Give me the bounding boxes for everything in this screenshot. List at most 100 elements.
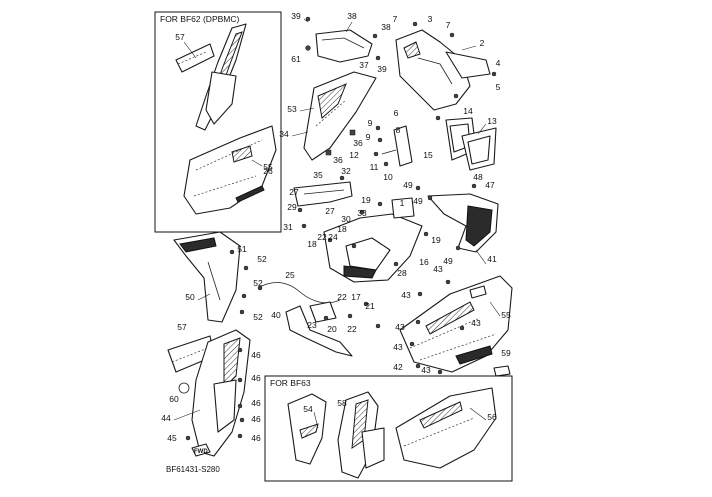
callout-24: 24 — [328, 232, 338, 242]
callout-42: 42 — [393, 362, 403, 372]
callout-20: 20 — [327, 324, 337, 334]
callout-27: 27 — [289, 187, 299, 197]
callout-52-c: 52 — [253, 312, 263, 322]
callout-57: 57 — [175, 32, 185, 42]
meter-cover — [315, 29, 373, 63]
side-bracket-50 — [173, 231, 249, 323]
callout-43-d: 43 — [393, 342, 403, 352]
handle-cover — [293, 175, 353, 229]
callout-52-b: 52 — [253, 278, 263, 288]
callout-47: 47 — [485, 180, 495, 190]
callout-5: 5 — [496, 82, 501, 92]
callout-18-b: 18 — [307, 239, 317, 249]
callout-50: 50 — [185, 292, 195, 302]
callout-11: 11 — [370, 162, 379, 172]
turn-signal-frames — [445, 117, 497, 171]
callout-54: 54 — [303, 404, 313, 414]
callout-51: 51 — [237, 244, 247, 254]
callout-46-c: 46 — [251, 398, 261, 408]
bf62-box-title: FOR BF62 (DPBMC) — [160, 14, 240, 24]
callout-49: 49 — [403, 180, 413, 190]
callout-14: 14 — [463, 106, 473, 116]
callout-19: 19 — [361, 195, 371, 205]
bf63-box-title: FOR BF63 — [270, 378, 311, 388]
callout-21: 21 — [365, 301, 375, 311]
bf63-side-fairing-56 — [395, 387, 497, 469]
callout-43-b: 43 — [401, 290, 411, 300]
callout-49-b: 49 — [413, 196, 423, 206]
lower-center-parts — [257, 282, 381, 357]
callout-56: 56 — [487, 412, 497, 422]
callout-10: 10 — [383, 172, 393, 182]
callout-23: 23 — [307, 320, 317, 330]
callout-2: 2 — [480, 38, 485, 48]
bracket-hardware — [373, 125, 413, 167]
callout-58: 58 — [337, 398, 347, 408]
leader-lines — [173, 18, 501, 429]
callout-17: 17 — [351, 292, 361, 302]
right-side-fairing — [399, 275, 513, 377]
callout-57-b: 57 — [177, 322, 187, 332]
under-cover-40 — [285, 305, 353, 357]
callout-7: 7 — [393, 14, 398, 24]
callout-15: 15 — [423, 150, 433, 160]
callout-43-c: 43 — [471, 318, 481, 328]
front-side-fairing — [303, 71, 377, 161]
drawing-code: BF61431-S280 — [166, 465, 220, 474]
bf62-decal-57 — [175, 43, 215, 73]
callout-46-d: 46 — [251, 414, 261, 424]
callout-12: 12 — [349, 150, 359, 160]
callout-48: 48 — [473, 172, 483, 182]
callout-45: 45 — [167, 433, 177, 443]
callout-34: 34 — [279, 129, 289, 139]
callout-8: 8 — [396, 125, 401, 135]
fwd-arrow: FWD — [191, 443, 211, 457]
callout-6: 6 — [394, 108, 399, 118]
callout-46-e: 46 — [251, 433, 261, 443]
callout-37: 37 — [359, 60, 369, 70]
callout-55-b: 55 — [501, 310, 511, 320]
callout-59: 59 — [501, 348, 511, 358]
callout-31: 31 — [283, 222, 293, 232]
callout-55: 55 — [263, 162, 273, 172]
callout-44: 44 — [161, 413, 171, 423]
callout-1: 1 — [400, 198, 405, 208]
callout-4: 4 — [496, 58, 501, 68]
callout-19-b: 19 — [431, 235, 441, 245]
leg-shield — [323, 197, 429, 283]
callout-49-c: 49 — [443, 256, 453, 266]
side-fairing-53 — [303, 71, 377, 161]
fwd-label: FWD — [194, 449, 208, 455]
callout-61: 61 — [291, 54, 301, 64]
callout-9: 9 — [368, 118, 373, 128]
callout-53: 53 — [287, 104, 297, 114]
callout-41: 41 — [487, 254, 497, 264]
callout-46-b: 46 — [251, 373, 261, 383]
callout-43: 43 — [433, 264, 443, 274]
callout-22-b: 22 — [337, 292, 347, 302]
callout-60: 60 — [169, 394, 179, 404]
callout-38: 38 — [347, 11, 357, 21]
bf63-variant-box: FOR BF63 — [264, 375, 513, 482]
callout-25: 25 — [285, 270, 295, 280]
callout-33: 33 — [357, 208, 367, 218]
cable-25 — [257, 282, 341, 304]
callout-39-b: 39 — [377, 64, 387, 74]
cover-27 — [293, 181, 353, 207]
front-lower-panel — [415, 183, 499, 253]
callout-43-f: 43 — [395, 322, 405, 332]
callout-46: 46 — [251, 350, 261, 360]
callout-35: 35 — [313, 170, 323, 180]
callout-3: 3 — [428, 14, 433, 24]
callout-29: 29 — [287, 202, 297, 212]
callout-39: 39 — [291, 11, 301, 21]
callout-27-b: 27 — [325, 206, 335, 216]
callout-36-b: 36 — [333, 155, 343, 165]
front-upper-cover-assembly — [305, 16, 497, 121]
callout-43-e: 43 — [421, 365, 431, 375]
bf62-side-cover-lower — [183, 125, 277, 215]
callout-13: 13 — [487, 116, 497, 126]
callout-40: 40 — [271, 310, 281, 320]
callout-26: 26 — [263, 166, 273, 176]
